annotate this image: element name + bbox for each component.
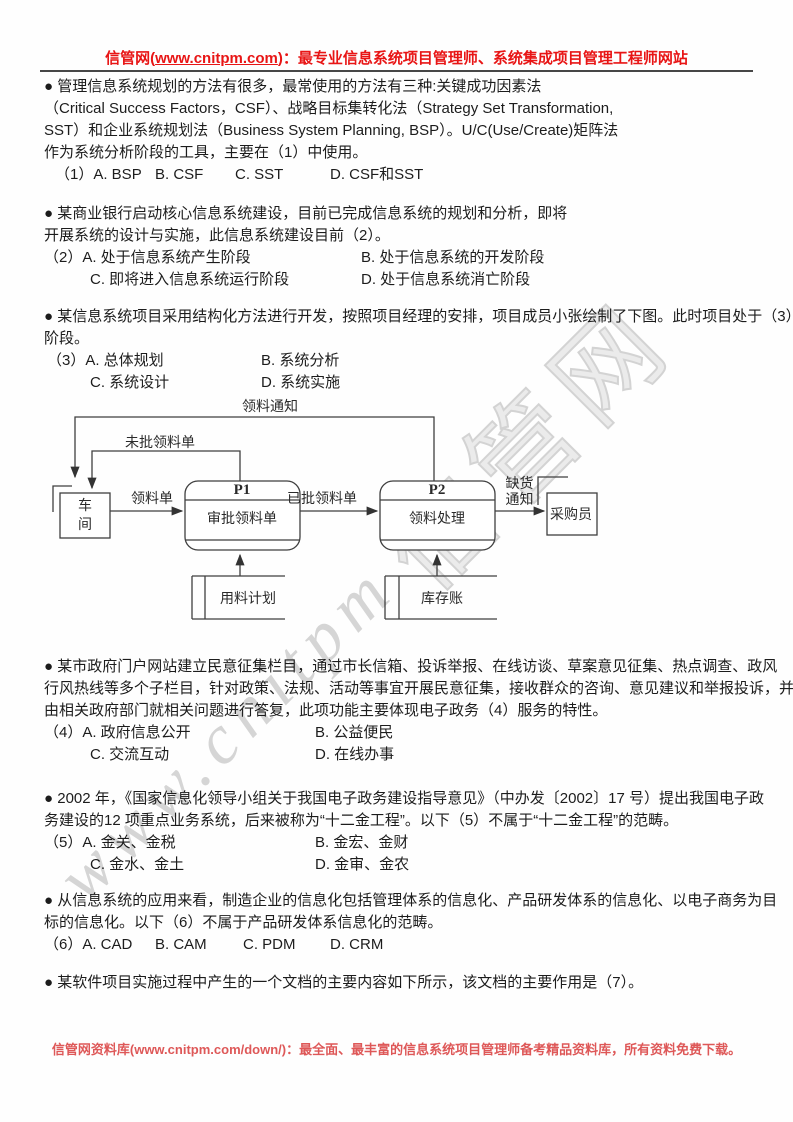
- options-row: C. 系统设计 D. 系统实施: [44, 372, 764, 394]
- flow-unapproved-line: [87, 450, 241, 490]
- option-a: （1）A. BSP: [55, 166, 142, 183]
- question-stem-line: 行风热线等多个子栏目，针对政策、法规、活动等事宜开展民意征集，接收群众的咨询、意…: [44, 680, 793, 697]
- process-p2-box: [379, 480, 496, 551]
- option-c: C. 系统设计: [90, 374, 170, 391]
- question-stem-line: ● 某市政府门户网站建立民意征集栏目，通过市长信箱、投诉举报、在线访谈、草案意见…: [44, 658, 778, 675]
- option-a: （2）A. 处于信息系统产生阶段: [44, 249, 251, 266]
- flow-shortage-label: 缺货通知: [505, 475, 534, 507]
- options-row: （2）A. 处于信息系统产生阶段 B. 处于信息系统的开发阶段: [44, 247, 764, 269]
- options-row: C. 金水、金土 D. 金审、金农: [44, 854, 764, 876]
- entity-workshop-corner-mark: [52, 485, 72, 512]
- footer-suffix: )：最全面、最丰富的信息系统项目管理师备考精品资料库，所有资料免费下载。: [281, 1042, 742, 1057]
- question-7: ● 某软件项目实施过程中产生的一个文档的主要内容如下所示，该文档的主要作用是（7…: [44, 972, 764, 994]
- options-row: （3）A. 总体规划 B. 系统分析: [44, 350, 764, 372]
- option-a: （3）A. 总体规划: [47, 352, 164, 369]
- header-divider: [40, 70, 753, 72]
- question-stem-line: 由相关政府部门就相关问题进行答复，此项功能主要体现电子政务（4）服务的特性。: [44, 702, 608, 719]
- option-c: C. 金水、金土: [90, 856, 185, 873]
- process-p2-id: P2: [428, 482, 446, 498]
- question-stem-line: ● 某商业银行启动核心信息系统建设，目前已完成信息系统的规划和分析，即将: [44, 205, 568, 222]
- options-row: C. 交流互动 D. 在线办事: [44, 744, 764, 766]
- question-stem-line: ● 某软件项目实施过程中产生的一个文档的主要内容如下所示，该文档的主要作用是（7…: [44, 974, 644, 991]
- store-inventory-shape: [384, 575, 497, 620]
- flow-unapproved-label: 未批领料单: [125, 434, 195, 450]
- question-6: ● 从信息系统的应用来看，制造企业的信息化包括管理体系的信息化、产品研发体系的信…: [44, 890, 778, 956]
- option-c: C. 即将进入信息系统运行阶段: [90, 271, 290, 288]
- question-stem-line: 作为系统分析阶段的工具，主要在（1）中使用。: [44, 144, 368, 161]
- data-flow-diagram: 领料通知 未批领料单 领料单 已批领料单 缺货通知 P1 审批领料单 P2 领料…: [50, 398, 610, 630]
- question-stem-line: ● 从信息系统的应用来看，制造企业的信息化包括管理体系的信息化、产品研发体系的信…: [44, 892, 778, 909]
- question-stem-line: 阶段。: [44, 330, 90, 347]
- question-stem-line: ● 某信息系统项目采用结构化方法进行开发，按照项目经理的安排，项目成员小张绘制了…: [44, 308, 793, 325]
- options-row: （6）A. CAD B. CAM C. PDM D. CRM: [44, 934, 764, 956]
- question-stem-line: ● 2002 年，《国家信息化领导小组关于我国电子政务建设指导意见》（中办发〔2…: [44, 790, 764, 807]
- question-stem-line: 务建设的12 项重点业务系统，后来被称为“十二金工程”。以下（5）不属于“十二金…: [44, 812, 679, 829]
- footer-download-link[interactable]: www.cnitpm.com/down/: [134, 1042, 282, 1057]
- options-row: （4）A. 政府信息公开 B. 公益便民: [44, 722, 764, 744]
- question-5: ● 2002 年，《国家信息化领导小组关于我国电子政务建设指导意见》（中办发〔2…: [44, 788, 764, 876]
- question-2: ● 某商业银行启动核心信息系统建设，目前已完成信息系统的规划和分析，即将 开展系…: [44, 203, 764, 291]
- option-d: D. 金审、金农: [315, 856, 410, 873]
- option-b: B. 系统分析: [261, 352, 340, 369]
- flow-notice-line: [70, 416, 435, 483]
- flow-approved-label: 已批领料单: [287, 490, 357, 506]
- question-stem-line: SST）和企业系统规划法（Business System Planning, B…: [44, 122, 619, 139]
- store-inventory-label: 库存账: [421, 590, 463, 606]
- site-header: 信管网(www.cnitpm.com)：最专业信息系统项目管理师、系统集成项目管…: [0, 47, 793, 68]
- option-a: （4）A. 政府信息公开: [44, 724, 191, 741]
- option-b: B. CAM: [155, 936, 207, 953]
- option-a: （5）A. 金关、金税: [44, 834, 176, 851]
- option-b: B. 公益便民: [315, 724, 394, 741]
- options-row: （1）A. BSP B. CSF C. SST D. CSF和SST: [44, 164, 764, 186]
- process-p1-name: 审批领料单: [207, 510, 277, 526]
- flow-requisition-label: 领料单: [131, 490, 173, 506]
- process-p2-name: 领料处理: [409, 510, 465, 526]
- option-b: B. 处于信息系统的开发阶段: [361, 249, 545, 266]
- option-d: D. 系统实施: [261, 374, 341, 391]
- option-c: C. 交流互动: [90, 746, 170, 763]
- question-stem-line: ● 管理信息系统规划的方法有很多，最常使用的方法有三种:关键成功因素法: [44, 78, 542, 95]
- question-3: ● 某信息系统项目采用结构化方法进行开发，按照项目经理的安排，项目成员小张绘制了…: [44, 306, 793, 394]
- question-stem-line: 标的信息化。以下（6）不属于产品研发体系信息化的范畴。: [44, 914, 443, 931]
- option-a: （6）A. CAD: [44, 936, 133, 953]
- question-4: ● 某市政府门户网站建立民意征集栏目，通过市长信箱、投诉举报、在线访谈、草案意见…: [44, 656, 793, 766]
- option-d: D. CRM: [330, 936, 384, 953]
- question-stem-line: （Critical Success Factors，CSF）、战略目标集转化法（…: [44, 100, 614, 117]
- question-stem-line: 开展系统的设计与实施，此信息系统建设目前（2）。: [44, 227, 390, 244]
- entity-purchaser-label: 采购员: [550, 506, 592, 522]
- entity-workshop-label: 车间: [78, 497, 92, 532]
- header-suffix: )：最专业信息系统项目管理师、系统集成项目管理工程师网站: [277, 50, 688, 67]
- options-row: （5）A. 金关、金税 B. 金宏、金财: [44, 832, 764, 854]
- dfd-canvas: [52, 416, 598, 620]
- header-site-link[interactable]: www.cnitpm.com: [155, 50, 278, 67]
- option-d: D. CSF和SST: [330, 166, 424, 183]
- option-c: C. SST: [235, 166, 284, 183]
- option-c: C. PDM: [243, 936, 296, 953]
- entity-purchaser-corner-mark: [537, 476, 568, 505]
- entity-workshop-box: [59, 492, 111, 539]
- option-b: B. 金宏、金财: [315, 834, 409, 851]
- store-material-plan-label: 用料计划: [220, 590, 276, 606]
- option-b: B. CSF: [155, 166, 204, 183]
- question-1: ● 管理信息系统规划的方法有很多，最常使用的方法有三种:关键成功因素法 （Cri…: [44, 76, 764, 186]
- flow-notice-label: 领料通知: [242, 398, 298, 414]
- process-p1-box: [184, 480, 301, 551]
- site-footer: 信管网资料库(www.cnitpm.com/down/)：最全面、最丰富的信息系…: [0, 1039, 793, 1058]
- header-prefix: 信管网(: [105, 50, 156, 67]
- option-d: D. 在线办事: [315, 746, 395, 763]
- store-material-plan-shape: [191, 575, 285, 620]
- process-p1-id: P1: [233, 482, 251, 498]
- option-d: D. 处于信息系统消亡阶段: [361, 271, 531, 288]
- footer-prefix: 信管网资料库(: [51, 1042, 135, 1057]
- entity-purchaser-box: [546, 492, 598, 536]
- options-row: C. 即将进入信息系统运行阶段 D. 处于信息系统消亡阶段: [44, 269, 764, 291]
